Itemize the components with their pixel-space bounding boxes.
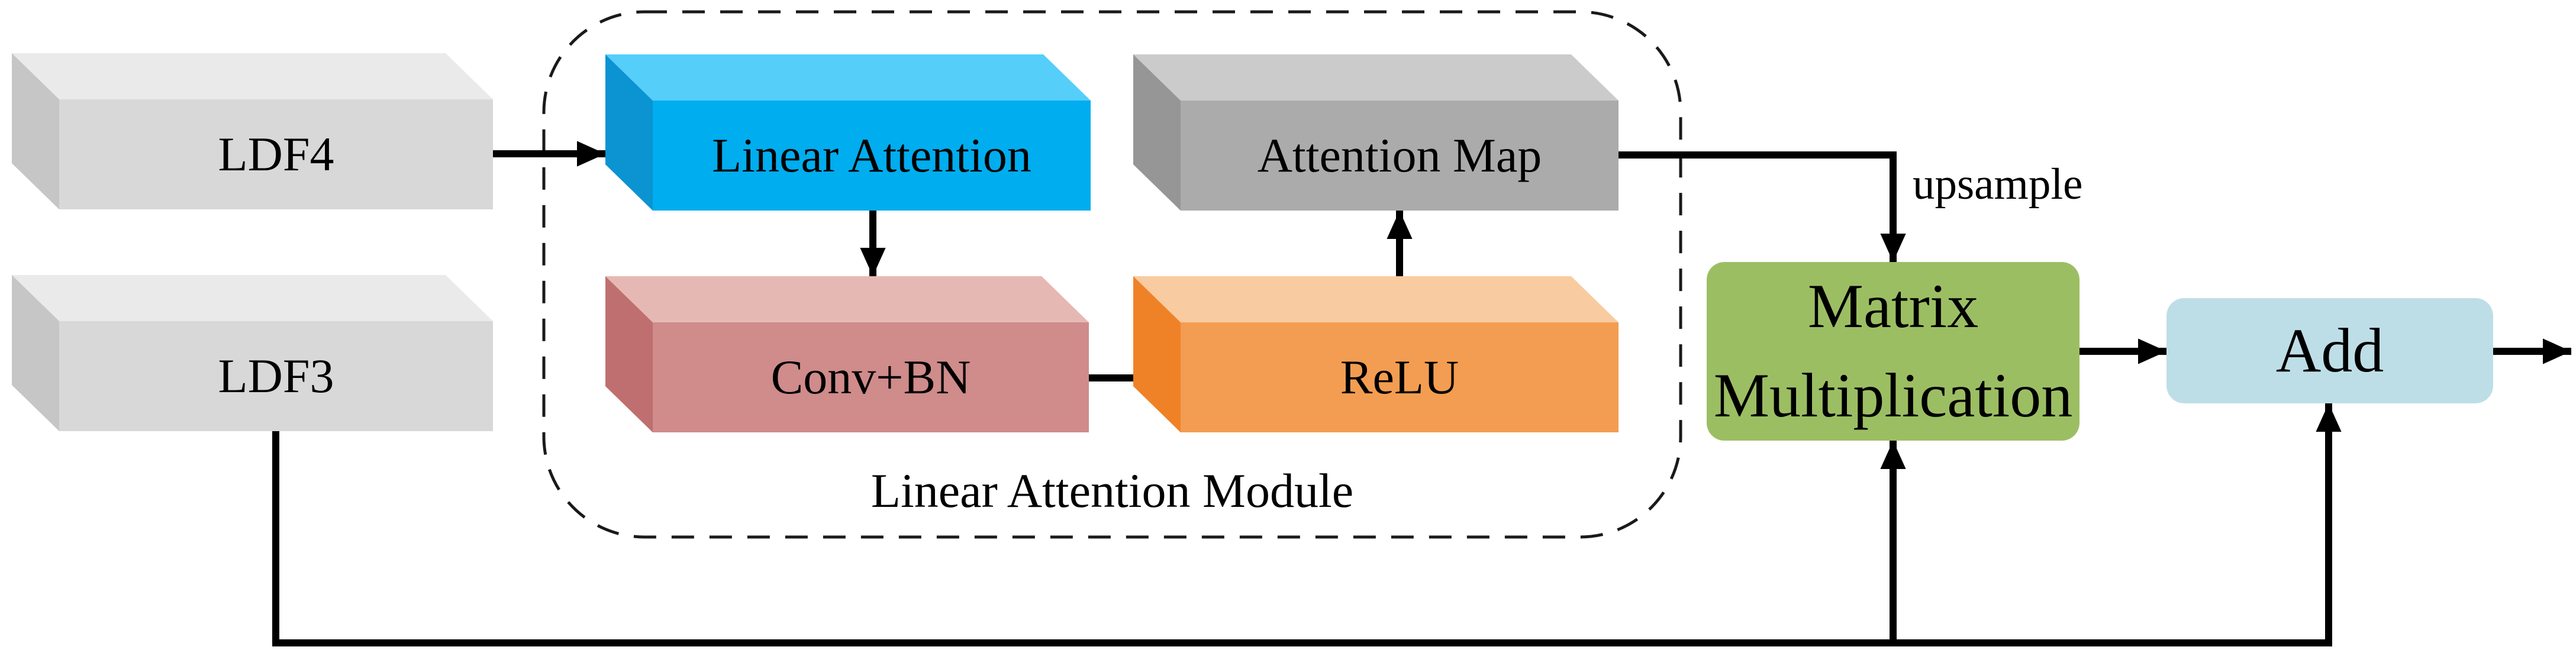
linear-attention-block-top-face — [605, 54, 1091, 101]
ldf3-block-side-face — [12, 275, 59, 431]
relu-block-top-face — [1133, 276, 1619, 322]
linear-attention-block — [605, 54, 1091, 211]
matrix-multiplication-node — [1707, 262, 2080, 441]
conv-bn-block-side-face — [605, 276, 653, 432]
attention-map-block-side-face — [1133, 54, 1181, 211]
ldf4-block-front-face — [59, 99, 493, 209]
ldf3-block — [12, 275, 493, 431]
conv-bn-block-top-face — [605, 276, 1089, 322]
ldf4-block-top-face — [12, 53, 493, 99]
conv-bn-block-front-face — [653, 322, 1089, 432]
relu-block — [1133, 276, 1619, 432]
arrow-layer — [272, 141, 2571, 646]
ldf4-block — [12, 53, 493, 209]
linear-attention-block-side-face — [605, 54, 653, 211]
relu-block-side-face — [1133, 276, 1181, 432]
attention-map-block-top-face — [1133, 54, 1619, 101]
relu-block-front-face — [1181, 322, 1619, 432]
ldf3-block-front-face — [59, 321, 493, 431]
arrow-ldf3-skip-to-add — [272, 403, 2342, 646]
add-node — [2166, 298, 2493, 403]
arrow-attention-map-to-matrix-multiplication-upsample — [1619, 151, 1906, 262]
attention-map-block-front-face — [1181, 101, 1619, 211]
conv-bn-block — [605, 276, 1089, 432]
linear-attention-module-dashed-border — [542, 10, 1682, 539]
attention-map-block — [1133, 54, 1619, 211]
linear-attention-block-front-face — [653, 101, 1091, 211]
ldf4-block-side-face — [12, 53, 59, 209]
ldf3-block-top-face — [12, 275, 493, 321]
